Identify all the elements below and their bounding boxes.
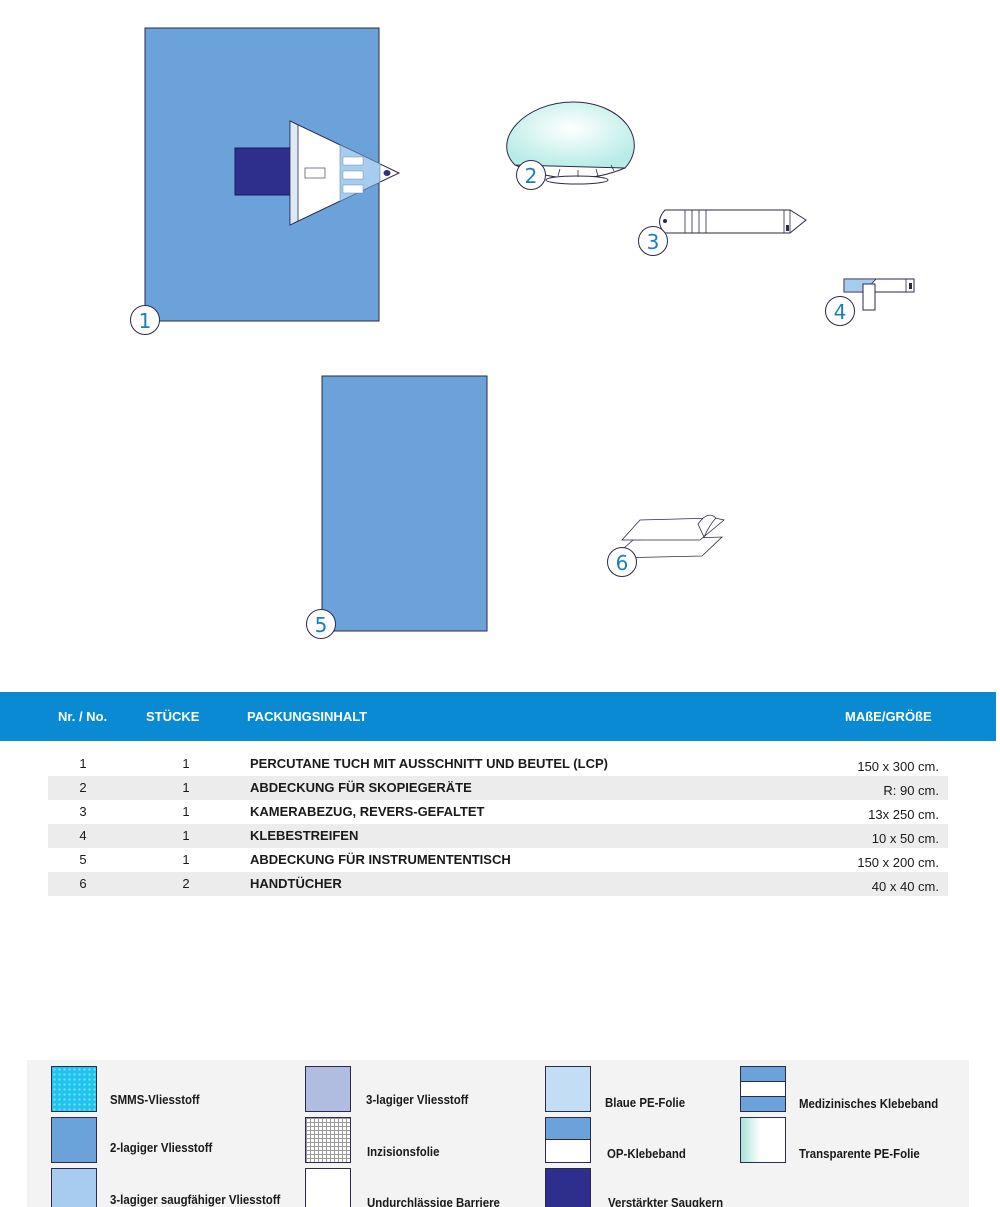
callout-5: 5 — [306, 609, 336, 639]
row-nr: 2 — [79, 780, 87, 795]
material-legend: SMMS-Vliesstoff 2-lagiger Vliesstoff 3-l… — [27, 1060, 969, 1207]
legend-label-core: Verstärkter Saugkern — [608, 1195, 724, 1207]
three-layer-fabric-swatch — [305, 1066, 351, 1112]
row-size: 150 x 300 cm. — [857, 759, 939, 774]
row-nr: 3 — [79, 804, 87, 819]
row-size: 150 x 200 cm. — [857, 855, 939, 870]
impermeable-barrier-swatch — [305, 1168, 351, 1207]
medical-tape-swatch — [740, 1066, 786, 1112]
row-size: 13x 250 cm. — [868, 807, 939, 822]
contents-table-body: 1 1 PERCUTANE TUCH MIT AUSSCHNITT UND BE… — [48, 752, 948, 896]
legend-label-op-tape: OP-Klebeband — [607, 1146, 686, 1161]
row-description: HANDTÜCHER — [250, 876, 342, 891]
legend-label-medical-tape: Medizinisches Klebeband — [799, 1096, 939, 1111]
legend-label-incision: Inzisionsfolie — [367, 1144, 440, 1159]
table-row: 5 1 ABDECKUNG FÜR INSTRUMENTENTISCH 150 … — [48, 848, 948, 872]
row-qty: 1 — [182, 756, 190, 771]
item-5-table-cover — [321, 375, 488, 632]
row-qty: 1 — [182, 804, 190, 819]
callout-4: 4 — [825, 296, 855, 326]
item-1-drape — [144, 27, 401, 322]
row-nr: 4 — [79, 828, 87, 843]
row-description: KLEBESTREIFEN — [250, 828, 359, 843]
row-description: KAMERABEZUG, REVERS-GEFALTET — [250, 804, 485, 819]
legend-label-two-layer: 2-lagiger Vliesstoff — [110, 1140, 213, 1155]
callout-2: 2 — [516, 160, 546, 190]
blue-pe-film-swatch — [545, 1066, 591, 1112]
row-nr: 1 — [79, 756, 87, 771]
table-row: 1 1 PERCUTANE TUCH MIT AUSSCHNITT UND BE… — [48, 752, 948, 776]
transparent-pe-film-swatch — [740, 1117, 786, 1163]
row-size: 10 x 50 cm. — [871, 831, 939, 846]
contents-table-header: Nr. / No. STÜCKE PACKUNGSINHALT MAßE/GRÖ… — [0, 692, 996, 741]
row-size: R: 90 cm. — [883, 783, 939, 798]
item-4-adhesive-strip — [843, 278, 915, 311]
callout-1: 1 — [130, 305, 160, 335]
table-row: 6 2 HANDTÜCHER 40 x 40 cm. — [48, 872, 948, 896]
row-description: ABDECKUNG FÜR SKOPIEGERÄTE — [250, 780, 472, 795]
two-layer-fabric-swatch — [51, 1117, 97, 1163]
smms-fabric-swatch — [51, 1066, 97, 1112]
item-3-camera-cover — [659, 209, 807, 234]
row-description: ABDECKUNG FÜR INSTRUMENTENTISCH — [250, 852, 511, 867]
callout-3: 3 — [638, 226, 668, 256]
op-tape-swatch — [545, 1117, 591, 1163]
row-description: PERCUTANE TUCH MIT AUSSCHNITT UND BEUTEL… — [250, 756, 608, 771]
row-qty: 2 — [182, 876, 190, 891]
reinforced-core-swatch — [545, 1168, 591, 1207]
legend-label-barrier: Undurchlässige Barriere — [367, 1195, 500, 1207]
legend-label-three-layer: 3-lagiger Vliesstoff — [366, 1092, 469, 1107]
legend-label-blue-pe: Blaue PE-Folie — [605, 1095, 686, 1110]
callout-6: 6 — [607, 547, 637, 577]
legend-label-transparent-pe: Transparente PE-Folie — [799, 1146, 920, 1161]
row-qty: 1 — [182, 780, 190, 795]
absorbent-fabric-swatch — [51, 1168, 97, 1207]
header-qty: STÜCKE — [146, 709, 200, 724]
row-qty: 1 — [182, 828, 190, 843]
table-row: 2 1 ABDECKUNG FÜR SKOPIEGERÄTE R: 90 cm. — [48, 776, 948, 800]
incision-film-swatch — [305, 1117, 351, 1163]
header-size: MAßE/GRÖßE — [845, 709, 932, 724]
item-6-towels — [611, 514, 725, 559]
row-nr: 5 — [79, 852, 87, 867]
row-qty: 1 — [182, 852, 190, 867]
legend-label-absorbent: 3-lagiger saugfähiger Vliesstoff — [110, 1192, 281, 1207]
row-nr: 6 — [79, 876, 87, 891]
header-nr: Nr. / No. — [58, 709, 108, 724]
header-content: PACKUNGSINHALT — [247, 709, 368, 724]
table-row: 3 1 KAMERABEZUG, REVERS-GEFALTET 13x 250… — [48, 800, 948, 824]
table-row: 4 1 KLEBESTREIFEN 10 x 50 cm. — [48, 824, 948, 848]
row-size: 40 x 40 cm. — [871, 879, 939, 894]
product-illustration — [144, 27, 915, 632]
legend-label-smms: SMMS-Vliesstoff — [110, 1092, 200, 1107]
